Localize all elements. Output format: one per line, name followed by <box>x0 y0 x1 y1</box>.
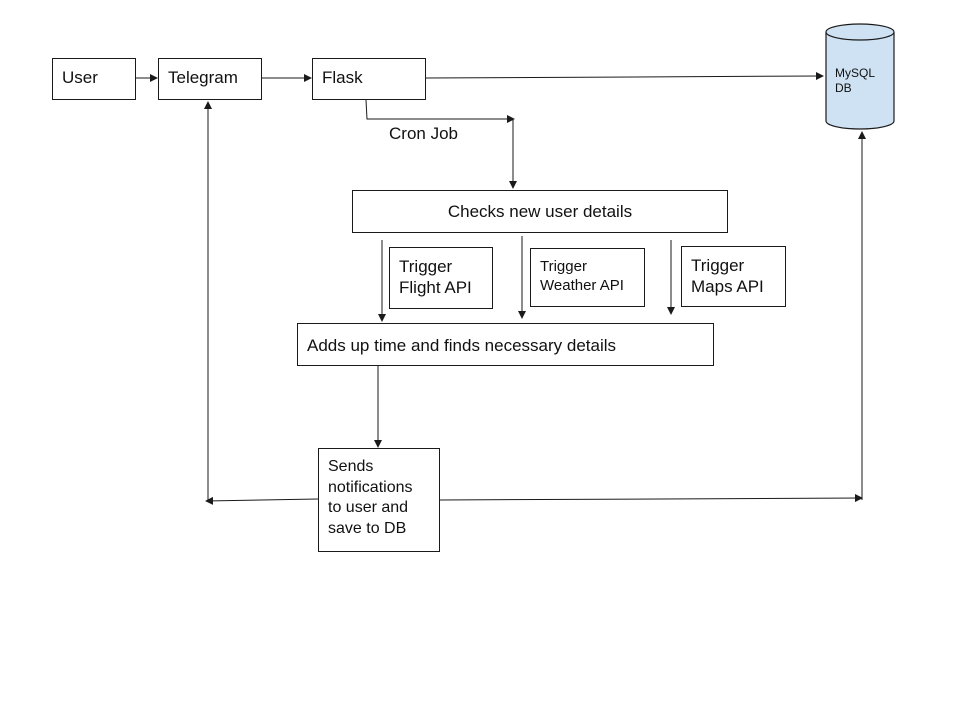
arrow-sends-right <box>439 494 863 503</box>
adds-up-label: Adds up time and finds necessary details <box>307 336 617 355</box>
arrow-flask-cron <box>365 99 515 123</box>
arrow-sends-left <box>205 496 319 505</box>
flask-label: Flask <box>322 68 363 87</box>
mysql-db-label: MySQL DB <box>835 66 876 95</box>
user-node: User <box>52 58 136 100</box>
checks-label: Checks new user details <box>447 202 633 221</box>
adds-up-time-node: Adds up time and finds necessary details <box>297 323 714 366</box>
sends-notifications-node: Sends notifications to user and save to … <box>318 448 440 552</box>
telegram-node: Telegram <box>158 58 262 100</box>
telegram-label: Telegram <box>168 68 238 87</box>
user-label: User <box>62 68 98 87</box>
arrow-flask-db <box>425 72 824 81</box>
trigger-maps-api-node: Trigger Maps API <box>681 246 786 307</box>
checks-user-details-node: Checks new user details <box>352 190 728 233</box>
cron-job-label: Cron Job <box>389 124 458 143</box>
database-cylinder <box>825 23 895 130</box>
flask-node: Flask <box>312 58 426 100</box>
trigger-weather-api-node: Trigger Weather API <box>530 248 645 307</box>
trigger-flight-api-node: Trigger Flight API <box>389 247 493 309</box>
